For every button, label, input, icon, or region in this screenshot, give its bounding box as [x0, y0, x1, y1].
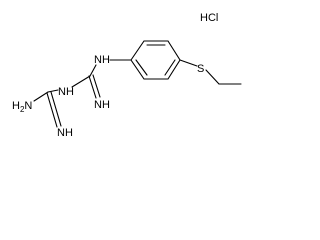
hcl-label: HCl — [200, 12, 218, 24]
chemical-structure-diagram: HCl H2N NH NH NH NH S — [12, 12, 242, 139]
bond-c2-imine-right-b — [92, 74, 101, 98]
ring-inner-bond-2 — [164, 59, 176, 76]
bond-nh-left-c2 — [71, 75, 91, 88]
imine-right-label: NH — [94, 99, 110, 111]
bond-c1-nh-left — [47, 89, 59, 93]
amino-n: N — [24, 100, 32, 112]
bond-c2-imine-right-a — [88, 75, 97, 99]
amino-subscript: 2 — [20, 105, 25, 114]
bond-sulfur-ch2 — [205, 69, 220, 85]
amino-nh2-label: H2N — [12, 100, 32, 114]
imine-left-label: NH — [57, 127, 73, 139]
bond-c1-imine-left-b — [50, 91, 62, 127]
sulfur-label: S — [197, 63, 204, 75]
nh-right-label: NH — [94, 54, 110, 66]
benzene-ring — [130, 40, 181, 80]
ring-inner-bond-3 — [135, 59, 148, 76]
bond-ring-sulfur — [179, 59, 198, 67]
bond-nh2-c1 — [33, 91, 49, 102]
nh-left-label: NH — [58, 86, 74, 98]
amino-h: H — [12, 100, 20, 112]
bond-c1-imine-left-a — [46, 92, 58, 128]
bond-c2-nh-right — [89, 64, 97, 77]
